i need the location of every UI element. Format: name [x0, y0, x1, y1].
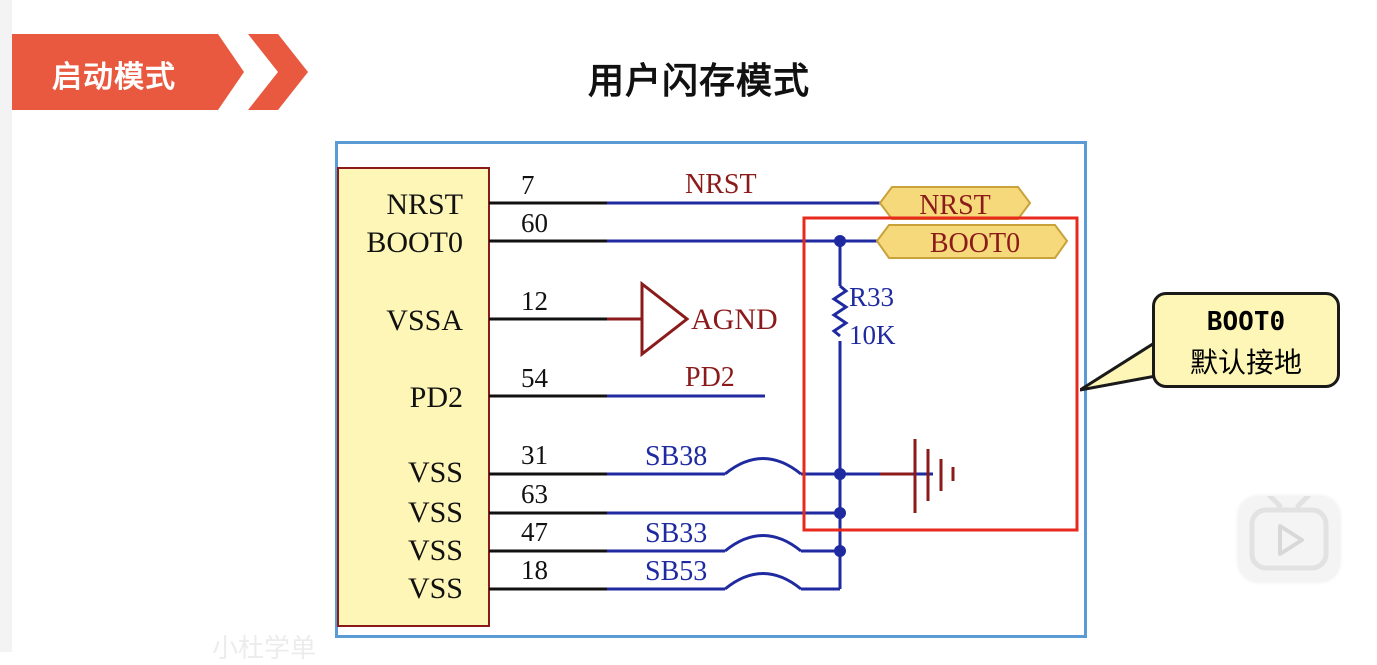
section-tag: 启动模式: [12, 34, 244, 110]
agnd-label: AGND: [691, 303, 778, 336]
pin-number: 7: [521, 170, 535, 200]
pin-name: NRST: [386, 188, 463, 221]
port-nrst: NRST: [878, 186, 1032, 221]
net-label: SB38: [645, 441, 707, 472]
ground-icon: [880, 439, 955, 513]
pin-name: VSS: [408, 534, 463, 567]
pin-number: 47: [521, 517, 548, 547]
pin-number: 31: [521, 440, 548, 470]
net-label: SB33: [645, 518, 707, 549]
resistor-value: 10K: [849, 320, 896, 350]
pin-name: VSSA: [386, 304, 463, 337]
pin-name: VSS: [408, 496, 463, 529]
net-label: SB53: [645, 556, 707, 587]
pin-name: VSS: [408, 456, 463, 489]
agnd-triangle-icon: [607, 280, 690, 358]
boot0-callout: BOOT0 默认接地: [1152, 292, 1340, 388]
port-label: BOOT0: [930, 228, 1020, 259]
net-label: NRST: [685, 169, 757, 200]
play-icon: [1278, 524, 1304, 556]
pin-number: 60: [521, 208, 548, 238]
watermark: 小杜学单: [212, 634, 317, 664]
pin-name: PD2: [410, 381, 463, 414]
port-label: NRST: [919, 190, 991, 221]
callout-title: BOOT0: [1206, 307, 1286, 337]
left-margin-strip: [0, 0, 12, 652]
schematic-diagram: NRST BOOT0 VSSA PD2 VSS VSS VSS VSS 7 60…: [337, 167, 1079, 627]
highlight-box: [802, 216, 1079, 532]
pin-number: 12: [521, 286, 548, 316]
play-button[interactable]: [1238, 496, 1340, 582]
resistor-ref: R33: [849, 282, 894, 312]
mcu-chip-body: [337, 167, 490, 627]
chevron-decoration-icon: [248, 34, 308, 110]
callout-pointer: [1080, 340, 1158, 392]
pin-number: 18: [521, 555, 548, 585]
pin-number: 63: [521, 479, 548, 509]
pin-number: 54: [521, 363, 549, 393]
resistor-icon: [831, 284, 849, 338]
port-boot0: BOOT0: [875, 224, 1069, 259]
section-tag-label: 启动模式: [52, 60, 176, 95]
page-title: 用户闪存模式: [588, 61, 811, 102]
net-label: PD2: [685, 362, 735, 393]
callout-text: 默认接地: [1189, 346, 1302, 379]
pin-name: BOOT0: [366, 226, 463, 259]
pin-name: VSS: [408, 572, 463, 605]
